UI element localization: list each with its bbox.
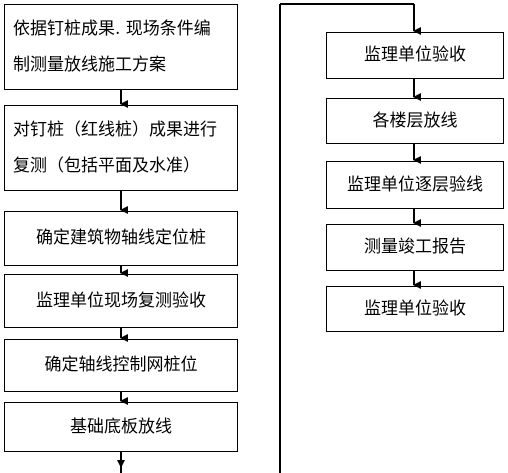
step-axis-stake-label: 确定建筑物轴线定位桩 (36, 228, 206, 248)
step-stake-recheck-line1: 对钉桩（红线桩）成果进行 (13, 119, 217, 140)
step-floor-layout: 各楼层放线 (326, 98, 504, 144)
step-completion-report: 测量竣工报告 (326, 224, 504, 271)
step-foundation-layout-label: 基础底板放线 (70, 416, 172, 437)
step-supervision-accept-1: 监理单位验收 (326, 32, 504, 79)
step-construction-plan: 依据钉桩成果. 现场条件编 制测量放线施工方案 (4, 4, 238, 90)
step-foundation-layout: 基础底板放线 (4, 402, 238, 452)
step-supervision-accept-2-label: 监理单位验收 (364, 298, 466, 319)
step-stake-recheck: 对钉桩（红线桩）成果进行 复测（包括平面及水准） (4, 105, 238, 191)
step-axis-stake: 确定建筑物轴线定位桩 (4, 211, 238, 266)
step-supervision-recheck-label: 监理单位现场复测验收 (36, 290, 206, 311)
step-floor-check: 监理单位逐层验线 (326, 161, 504, 209)
step-control-network-label: 确定轴线控制网桩位 (44, 355, 198, 375)
step-floor-check-label: 监理单位逐层验线 (347, 174, 483, 195)
step-construction-plan-line2: 制测量放线施工方案 (13, 54, 166, 75)
step-completion-report-label: 测量竣工报告 (364, 237, 466, 257)
step-stake-recheck-line2: 复测（包括平面及水准） (13, 155, 200, 176)
step-supervision-accept-1-label: 监理单位验收 (364, 45, 466, 65)
step-supervision-accept-2: 监理单位验收 (326, 286, 504, 332)
step-construction-plan-line1: 依据钉桩成果. 现场条件编 (13, 18, 211, 39)
left-bottom-arrowhead (117, 460, 125, 468)
step-floor-layout-label: 各楼层放线 (372, 110, 458, 131)
